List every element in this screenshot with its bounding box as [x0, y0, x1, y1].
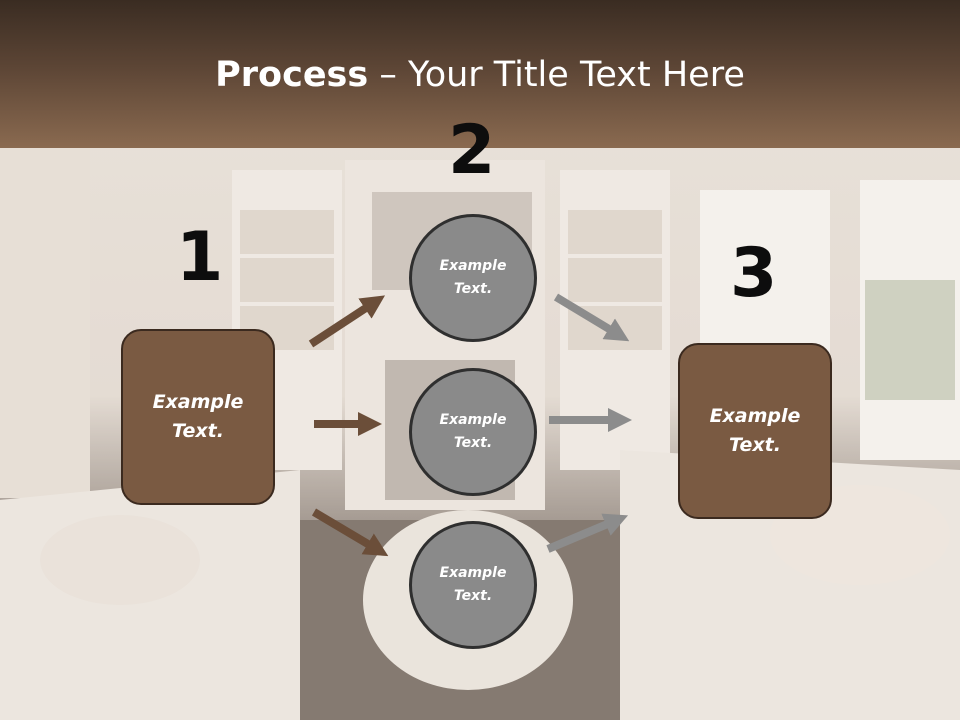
process-circle-2-text: Example Text. [439, 412, 507, 451]
arrow-from-circle-3 [546, 513, 629, 553]
arrow-from-circle-1 [553, 293, 630, 342]
arrow-to-circle-1 [308, 295, 386, 348]
arrow-to-circle-3 [311, 508, 389, 557]
process-circle-3-text: Example Text. [439, 565, 507, 604]
slide-title-bold: Process [215, 55, 369, 95]
step-number-3: 3 [730, 234, 778, 313]
process-circle-1: Example Text. [409, 214, 537, 342]
process-circle-2: Example Text. [409, 368, 537, 496]
process-box-right: Example Text. [678, 343, 832, 519]
process-box-left: Example Text. [121, 329, 275, 505]
slide-title: Process – Your Title Text Here [0, 54, 960, 96]
slide-title-rest: – Your Title Text Here [368, 55, 745, 95]
step-number-1: 1 [176, 218, 224, 297]
header-band [0, 0, 960, 148]
process-circle-3: Example Text. [409, 521, 537, 649]
step-number-2: 2 [448, 111, 496, 190]
process-box-left-text: Example Text. [152, 391, 244, 442]
process-circle-1-text: Example Text. [439, 258, 507, 297]
process-box-right-text: Example Text. [709, 405, 801, 456]
